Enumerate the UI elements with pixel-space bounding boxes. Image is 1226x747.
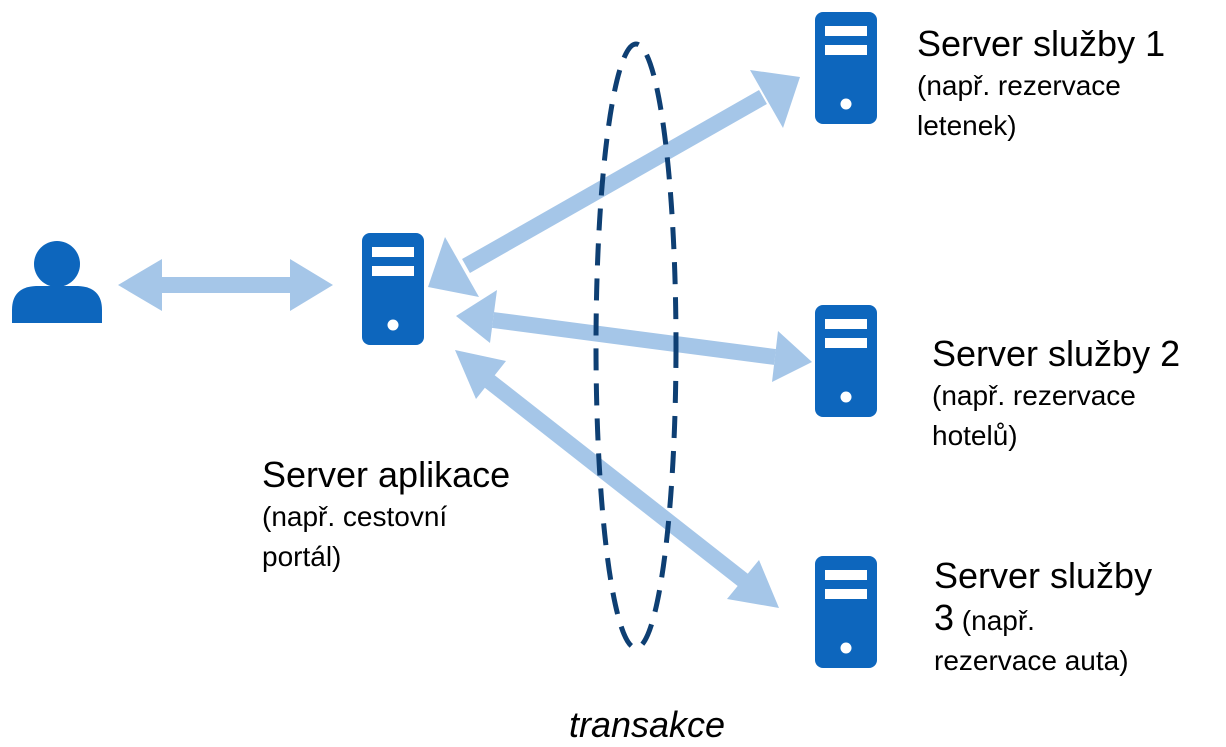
user-icon xyxy=(12,241,102,323)
service2-desc-line1: (např. rezervace xyxy=(932,380,1136,411)
arrow-user-app xyxy=(118,259,333,311)
service3-label: Server služby 3 (např. rezervace auta) xyxy=(934,554,1152,681)
service2-label: Server služby 2 (např. rezervace hotelů) xyxy=(932,332,1180,456)
service2-title: Server služby 2 xyxy=(932,333,1181,374)
service1-desc-line2: letenek) xyxy=(917,110,1017,141)
service3-title-line1: Server služby xyxy=(934,555,1153,596)
app-server-desc-line2: portál) xyxy=(262,541,342,572)
server-icon-app xyxy=(362,233,424,345)
service2-desc-line2: hotelů) xyxy=(932,420,1018,451)
app-server-desc-line1: (např. cestovní xyxy=(262,501,448,532)
arrow-app-service2 xyxy=(456,290,812,382)
server-icon-service2 xyxy=(815,305,877,417)
service3-desc-line3: rezervace auta) xyxy=(934,645,1129,676)
service1-desc-line1: (např. rezervace xyxy=(917,70,1121,101)
service1-title: Server služby 1 xyxy=(917,23,1166,64)
server-icon-service1 xyxy=(815,12,877,124)
transaction-ellipse xyxy=(593,41,679,651)
service1-label: Server služby 1 (např. rezervace letenek… xyxy=(917,22,1165,146)
service3-number: 3 xyxy=(934,597,955,638)
transaction-label: transakce xyxy=(569,704,726,745)
arrow-app-service1 xyxy=(428,70,800,297)
app-server-label: Server aplikace (např. cestovní portál) xyxy=(262,453,510,577)
server-icon-service3 xyxy=(815,556,877,668)
app-server-title: Server aplikace xyxy=(262,454,511,495)
arrows-group xyxy=(118,70,812,608)
service3-title-line2: 3 (např. xyxy=(934,598,1152,641)
service3-desc-line2: (např. xyxy=(954,605,1035,636)
arrow-app-service3 xyxy=(455,350,779,608)
